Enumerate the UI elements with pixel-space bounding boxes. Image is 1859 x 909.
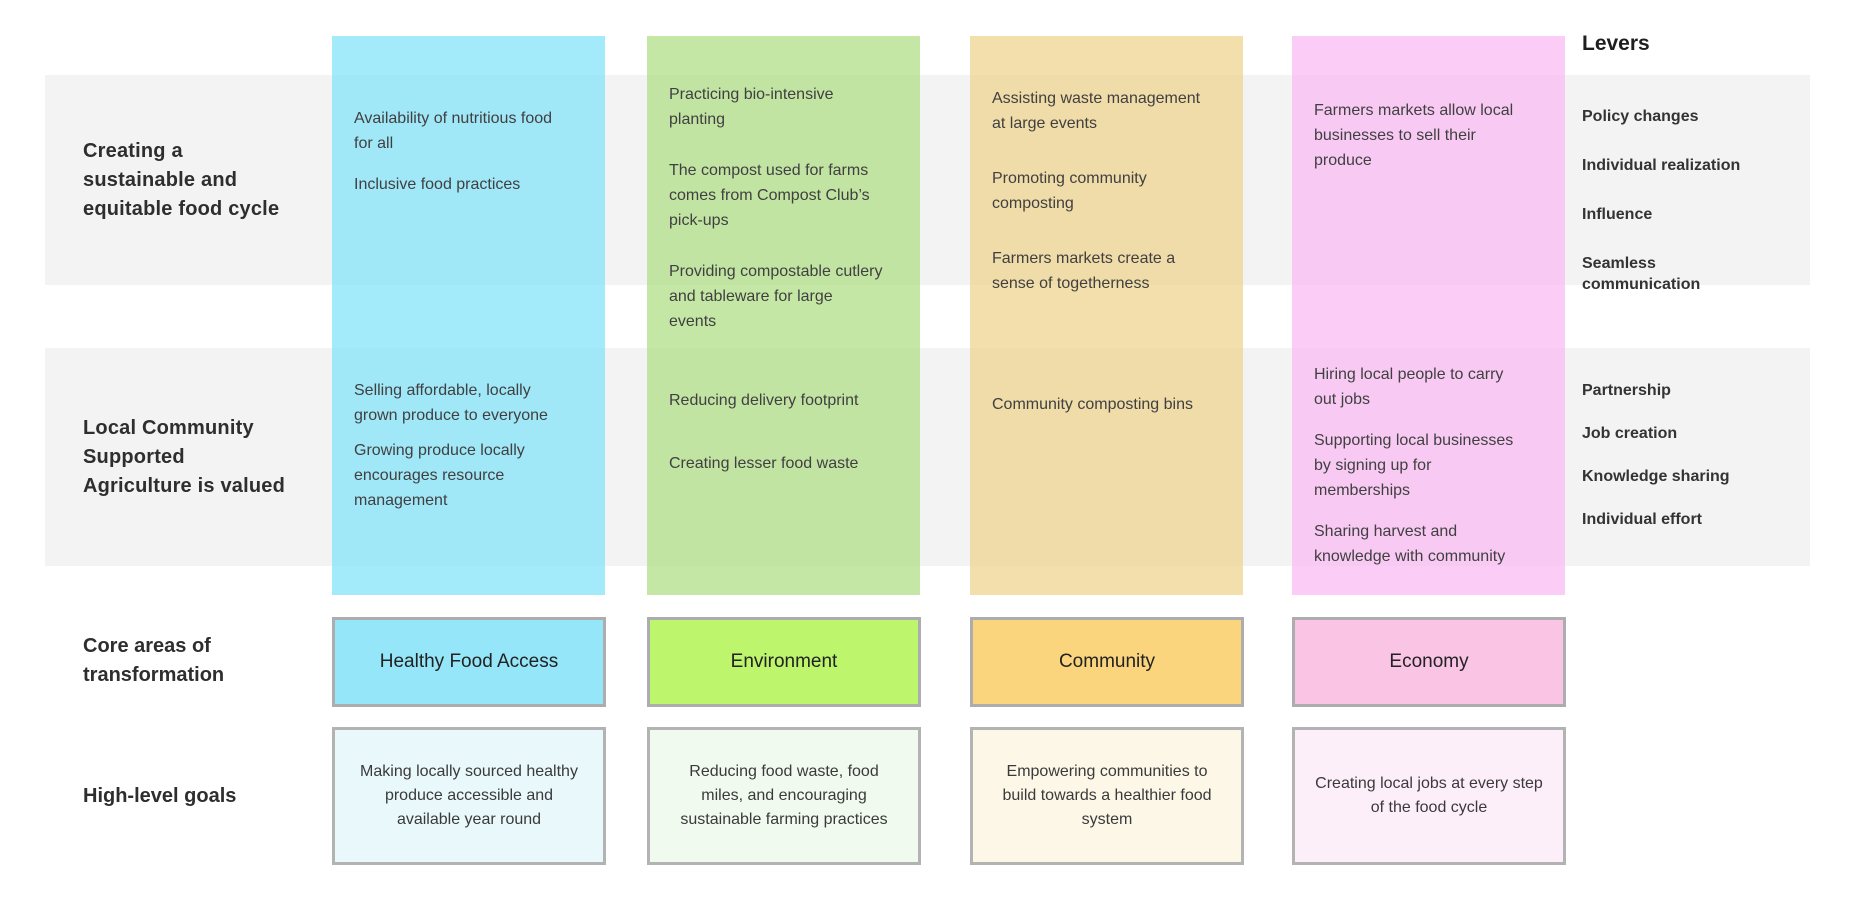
initiative-item: Supporting local businesses by signing u…: [1314, 432, 1514, 499]
initiative-item: Farmers markets allow local businesses t…: [1314, 102, 1514, 169]
column-band-economy: Farmers markets allow local businesses t…: [1292, 36, 1565, 595]
initiative-item: The compost used for farms comes from Co…: [669, 162, 870, 229]
goal-box-healthy-food-access: Making locally sourced healthy produce a…: [332, 727, 606, 865]
lever-item: Partnership: [1582, 382, 1671, 399]
high-level-goals-label: High-level goals: [83, 785, 237, 807]
lever-item: Policy changes: [1582, 108, 1699, 125]
core-area-box-environment: Environment: [647, 617, 921, 707]
initiative-item: Availability of nutritious food for all: [354, 110, 553, 152]
initiative-item: Selling affordable, locally grown produc…: [354, 382, 548, 424]
lever-item: Seamless communication: [1582, 255, 1701, 293]
community-row-2-items: Community composting bins: [992, 392, 1207, 417]
initiative-item: Assisting waste management at large even…: [992, 90, 1201, 132]
initiative-item: Community composting bins: [992, 396, 1193, 413]
lever-item: Job creation: [1582, 425, 1678, 442]
initiative-item: Inclusive food practices: [354, 176, 521, 193]
core-area-box-label: Environment: [730, 651, 838, 672]
goal-box-text: Making locally sourced healthy produce a…: [360, 763, 578, 828]
goal-box-environment: Reducing food waste, food miles, and enc…: [647, 727, 921, 865]
initiative-item: Practicing bio-intensive planting: [669, 86, 834, 128]
lever-item: Individual effort: [1582, 511, 1702, 528]
lever-item: Influence: [1582, 206, 1653, 223]
core-area-box-community: Community: [970, 617, 1244, 707]
initiative-item: Farmers markets create a sense of togeth…: [992, 250, 1176, 292]
initiative-item: Sharing harvest and knowledge with commu…: [1314, 523, 1506, 565]
community-row-1-items: Assisting waste management at large even…: [992, 86, 1207, 326]
initiative-item: Growing produce locally encourages resou…: [354, 442, 525, 509]
impact-row-1-label: Creating a sustainable and equitable foo…: [83, 139, 280, 220]
core-area-box-healthy-food-access: Healthy Food Access: [332, 617, 606, 707]
goal-box-text: Empowering communities to build towards …: [1002, 763, 1212, 828]
goal-box-text: Reducing food waste, food miles, and enc…: [680, 763, 888, 828]
initiative-item: Promoting community composting: [992, 170, 1147, 212]
initiative-item: Creating lesser food waste: [669, 455, 859, 472]
levers-title: Levers: [1582, 32, 1650, 55]
core-areas-label: Core areas of transformation: [83, 635, 225, 686]
goal-box-text: Creating local jobs at every step of the…: [1315, 775, 1543, 816]
initiative-item: Reducing delivery footprint: [669, 392, 859, 409]
impact-row-2-label: Local Community Supported Agriculture is…: [83, 416, 286, 497]
healthy-food-access-row-2-items: Selling affordable, locally grown produc…: [354, 378, 569, 523]
lever-item: Individual realization: [1582, 157, 1741, 174]
column-band-community: Assisting waste management at large even…: [970, 36, 1243, 595]
goal-box-economy: Creating local jobs at every step of the…: [1292, 727, 1566, 865]
core-area-box-label: Healthy Food Access: [379, 651, 559, 672]
initiative-item: Hiring local people to carry out jobs: [1314, 366, 1504, 408]
core-area-box-label: Economy: [1389, 651, 1469, 672]
lever-item: Knowledge sharing: [1582, 468, 1730, 485]
goal-box-community: Empowering communities to build towards …: [970, 727, 1244, 865]
economy-row-1-items: Farmers markets allow local businesses t…: [1314, 98, 1529, 173]
initiative-item: Providing compostable cutlery and tablew…: [669, 263, 883, 330]
core-area-box-economy: Economy: [1292, 617, 1566, 707]
core-area-box-label: Community: [1058, 651, 1156, 672]
